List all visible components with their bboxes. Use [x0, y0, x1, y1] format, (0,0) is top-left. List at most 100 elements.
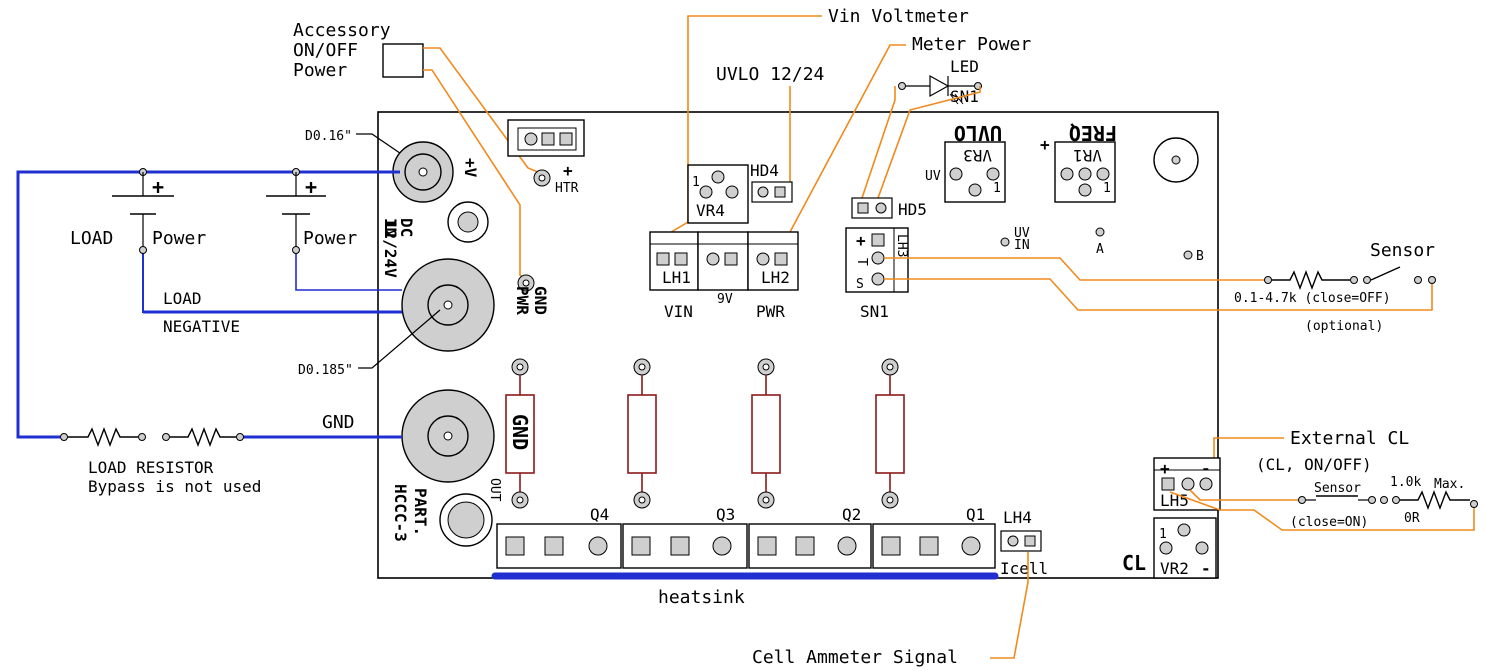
htr-pin-1 — [524, 132, 538, 146]
sensor-range-label: 0.1-4.7k (close=OFF) — [1234, 291, 1391, 306]
sensor-pad-3 — [1363, 276, 1371, 284]
lh3-t: T — [854, 258, 869, 266]
d016-label: D0.16" — [305, 129, 352, 144]
cell-ammeter-wire — [990, 552, 1029, 659]
vr3-pin-3 — [968, 183, 982, 197]
a-pad — [1095, 227, 1105, 237]
heatsink-label: heatsink — [658, 587, 745, 608]
htr-pad-hole — [538, 174, 546, 182]
load-neg-label-1: LOAD — [163, 289, 202, 308]
vr2-pin-3 — [1195, 541, 1209, 555]
hd4-pin-1 — [757, 186, 769, 198]
sensor-pad-4 — [1414, 276, 1422, 284]
sensor-pad-2 — [1350, 276, 1358, 284]
sensor-wire-top — [884, 257, 1265, 281]
power-bat-bottom-pad — [292, 246, 300, 254]
max-label: Max. — [1434, 477, 1465, 492]
vr2-one: 1 — [1159, 527, 1167, 542]
sense-resistor-gnd — [505, 358, 535, 509]
d0185-leader — [358, 309, 441, 369]
cl-pad-2 — [1368, 496, 1376, 504]
vr1-pin-4 — [1078, 183, 1092, 197]
led-pad-left — [898, 82, 906, 90]
accessory-box — [382, 43, 424, 78]
b-pad — [1183, 250, 1193, 260]
vr4-pin-2 — [699, 185, 713, 199]
load-res-pad-3 — [162, 433, 170, 441]
part-label: PART. — [411, 488, 430, 536]
external-cl-label: External CL — [1290, 428, 1409, 449]
vr2-pin-1 — [1159, 541, 1173, 555]
vr2-label: VR2 — [1160, 559, 1189, 578]
freq-plus: + — [1040, 135, 1050, 154]
uv-in-pad — [1000, 237, 1010, 247]
icell-label: Icell — [1000, 559, 1048, 578]
vr4-label: VR4 — [696, 201, 725, 220]
sensor-label: Sensor — [1370, 240, 1435, 261]
left-blue-loop — [16, 170, 400, 439]
cl-wire-top — [1189, 489, 1302, 501]
cl-pad-5 — [1470, 500, 1478, 508]
sensor-wire-bottom — [884, 278, 1433, 311]
nine-v-connector — [697, 231, 749, 291]
dc-in-label-2: IN — [381, 218, 400, 237]
q1-label: Q1 — [966, 505, 985, 524]
gnd-pwr-terminal — [401, 258, 495, 352]
vr3-pin-2 — [986, 167, 1000, 181]
vr3-one: 1 — [993, 181, 1001, 196]
out-label: OUT — [487, 478, 502, 502]
uv-in-label-2: IN — [1014, 238, 1030, 253]
cl-onoff-label: (CL, ON/OFF) — [1256, 455, 1372, 474]
optional-label: (optional) — [1305, 319, 1383, 334]
htr-pin-3 — [559, 132, 573, 146]
lh4-pin-2 — [1024, 535, 1036, 547]
q2-label: Q2 — [842, 505, 861, 524]
lh3-connector — [845, 227, 909, 293]
vin-voltmeter-label: Vin Voltmeter — [828, 6, 969, 27]
vin-voltmeter-wire — [667, 15, 822, 235]
lh2-connector — [747, 231, 799, 291]
uv-label: UV — [925, 169, 941, 184]
nine-v-label: 9V — [717, 292, 733, 307]
vr1-label: VR1 — [1073, 146, 1102, 165]
vr4-pin-1 — [711, 170, 725, 184]
gnd-pwr-label-2: PWR — [513, 286, 532, 315]
cl-label: CL — [1122, 551, 1146, 575]
dc-in-terminal — [392, 141, 454, 203]
cl-pad-1 — [1298, 496, 1306, 504]
q3-label: Q3 — [716, 505, 735, 524]
gnd-resistor-label: GND — [508, 414, 532, 450]
uvlo-1224-label: UVLO 12/24 — [716, 64, 824, 85]
mosfet-q1 — [872, 523, 996, 569]
vr3-pin-1 — [949, 167, 963, 181]
gnd-pwr-pad-hole — [522, 279, 530, 287]
mosfet-q4 — [496, 523, 622, 569]
vr4-pin-3 — [725, 185, 739, 199]
load-resistor-label: LOAD RESISTOR — [88, 458, 214, 477]
lh2-label: LH2 — [761, 268, 790, 287]
led-wire-2 — [877, 86, 981, 199]
vr1-one: 1 — [1103, 181, 1111, 196]
sense-resistor-2 — [627, 358, 657, 509]
vr2-minus: - — [1201, 559, 1211, 578]
power-label-1: Power — [152, 228, 206, 249]
gnd-wire-label: GND — [322, 412, 355, 433]
load-bat-plus: + — [152, 175, 164, 199]
hd5-label: HD5 — [898, 200, 927, 219]
sensor-switch — [1370, 266, 1401, 281]
lh5-connector — [1153, 457, 1221, 511]
sense-resistor-3 — [751, 358, 781, 509]
lh5-minus: - — [1201, 459, 1211, 478]
load-res-pad-2 — [138, 433, 146, 441]
bypass-label: Bypass is not used — [88, 477, 261, 496]
power-neg-wire — [295, 248, 402, 291]
vr1-pin-3 — [1096, 167, 1110, 181]
cl-resistor — [1400, 490, 1470, 510]
accessory-label-3: Power — [293, 60, 347, 81]
load-resistor-1 — [68, 427, 138, 447]
freq-label: FREQ — [1069, 121, 1117, 145]
sense-resistor-4 — [875, 358, 905, 509]
uvlo-pcb-label: UVLO — [954, 121, 1002, 145]
gnd-out-terminal — [401, 389, 495, 483]
